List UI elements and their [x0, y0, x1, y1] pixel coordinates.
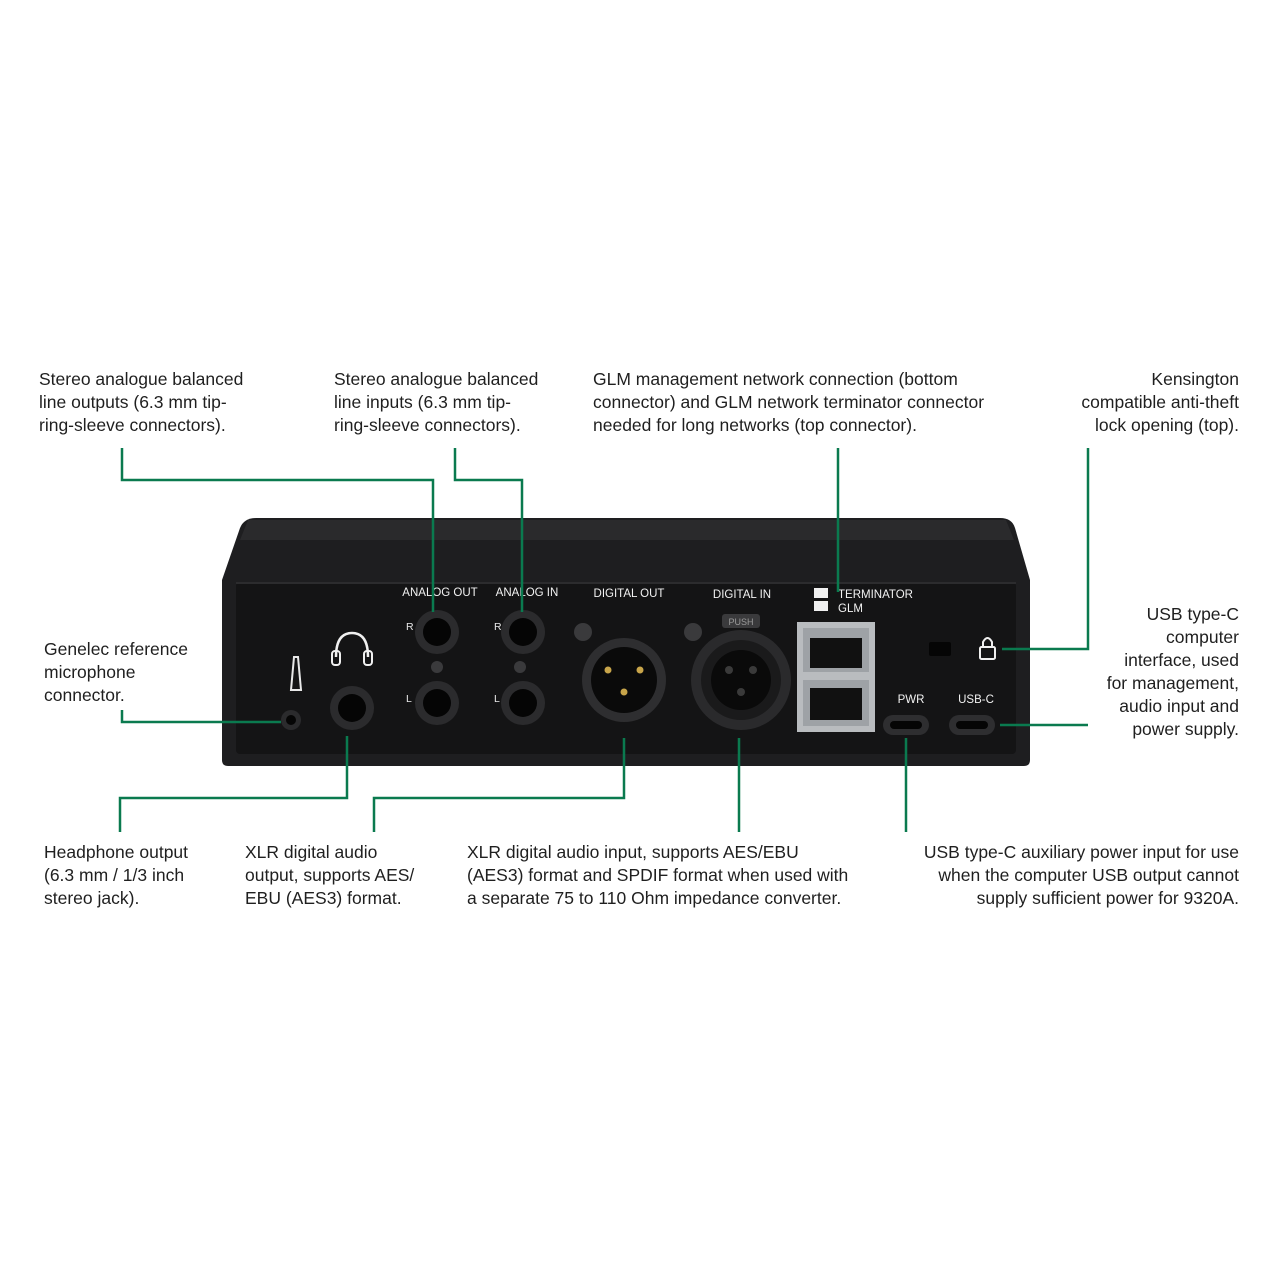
- label-usb-c: USB-C: [958, 694, 994, 706]
- network-icon: [814, 588, 828, 611]
- leader-headphone: [118, 736, 349, 832]
- leader-analog-out: [120, 448, 435, 612]
- usb-c-port: [949, 715, 995, 735]
- analog-out-r-jack: [415, 610, 459, 654]
- screw: [684, 623, 702, 641]
- analog-in-l-jack: [501, 681, 545, 725]
- label-analog-out-r: R: [406, 621, 414, 633]
- screw: [574, 623, 592, 641]
- callout-glm: GLM management network connection (botto…: [593, 369, 985, 435]
- callout-usb-pwr: USB type-C auxiliary power input for use…: [923, 842, 1239, 908]
- push-label: PUSH: [728, 617, 753, 627]
- callout-xlr-out: XLR digital audio output, supports AES/ …: [245, 842, 415, 908]
- headphone-jack: [330, 686, 374, 730]
- leader-analog-in: [453, 448, 524, 612]
- screw: [431, 661, 443, 673]
- label-glm: GLM: [838, 603, 863, 615]
- kensington-slot: [929, 642, 951, 656]
- label-digital-out: DIGITAL OUT: [594, 588, 665, 600]
- screw: [514, 661, 526, 673]
- usb-c-pwr-port: [883, 715, 929, 735]
- label-digital-in: DIGITAL IN: [713, 589, 771, 601]
- label-analog-in-r: R: [494, 621, 502, 633]
- label-analog-in-l: L: [494, 693, 500, 705]
- callout-analog-out: Stereo analogue balanced line outputs (6…: [39, 369, 244, 435]
- rj45-block: [797, 622, 875, 732]
- analog-in-r-jack: [501, 610, 545, 654]
- callout-xlr-in: XLR digital audio input, supports AES/EB…: [467, 842, 849, 908]
- callout-usb-c-computer: USB type-C computer interface, used for …: [1106, 604, 1239, 739]
- label-terminator: TERMINATOR: [838, 589, 913, 601]
- callout-mic: Genelec reference microphone connector.: [44, 639, 188, 705]
- xlr-in-connector: PUSH: [691, 614, 791, 730]
- callout-analog-in: Stereo analogue balanced line inputs (6.…: [334, 369, 539, 435]
- label-analog-out-l: L: [406, 693, 412, 705]
- xlr-out-connector: [582, 638, 666, 722]
- lock-icon: [979, 637, 996, 660]
- mic-connector: [281, 656, 303, 730]
- label-analog-out: ANALOG OUT: [402, 587, 477, 599]
- label-analog-in: ANALOG IN: [496, 587, 559, 599]
- leader-mic: [120, 710, 281, 724]
- callout-kensington: Kensington compatible anti-theft lock op…: [1081, 369, 1239, 435]
- leader-lines: [118, 448, 1090, 832]
- label-pwr: PWR: [898, 694, 925, 706]
- callout-headphone: Headphone output (6.3 mm / 1/3 inch ster…: [44, 842, 189, 908]
- analog-out-l-jack: [415, 681, 459, 725]
- leader-xlr-out: [372, 738, 626, 832]
- headphones-icon: [331, 631, 373, 666]
- leader-kensington: [1002, 448, 1090, 651]
